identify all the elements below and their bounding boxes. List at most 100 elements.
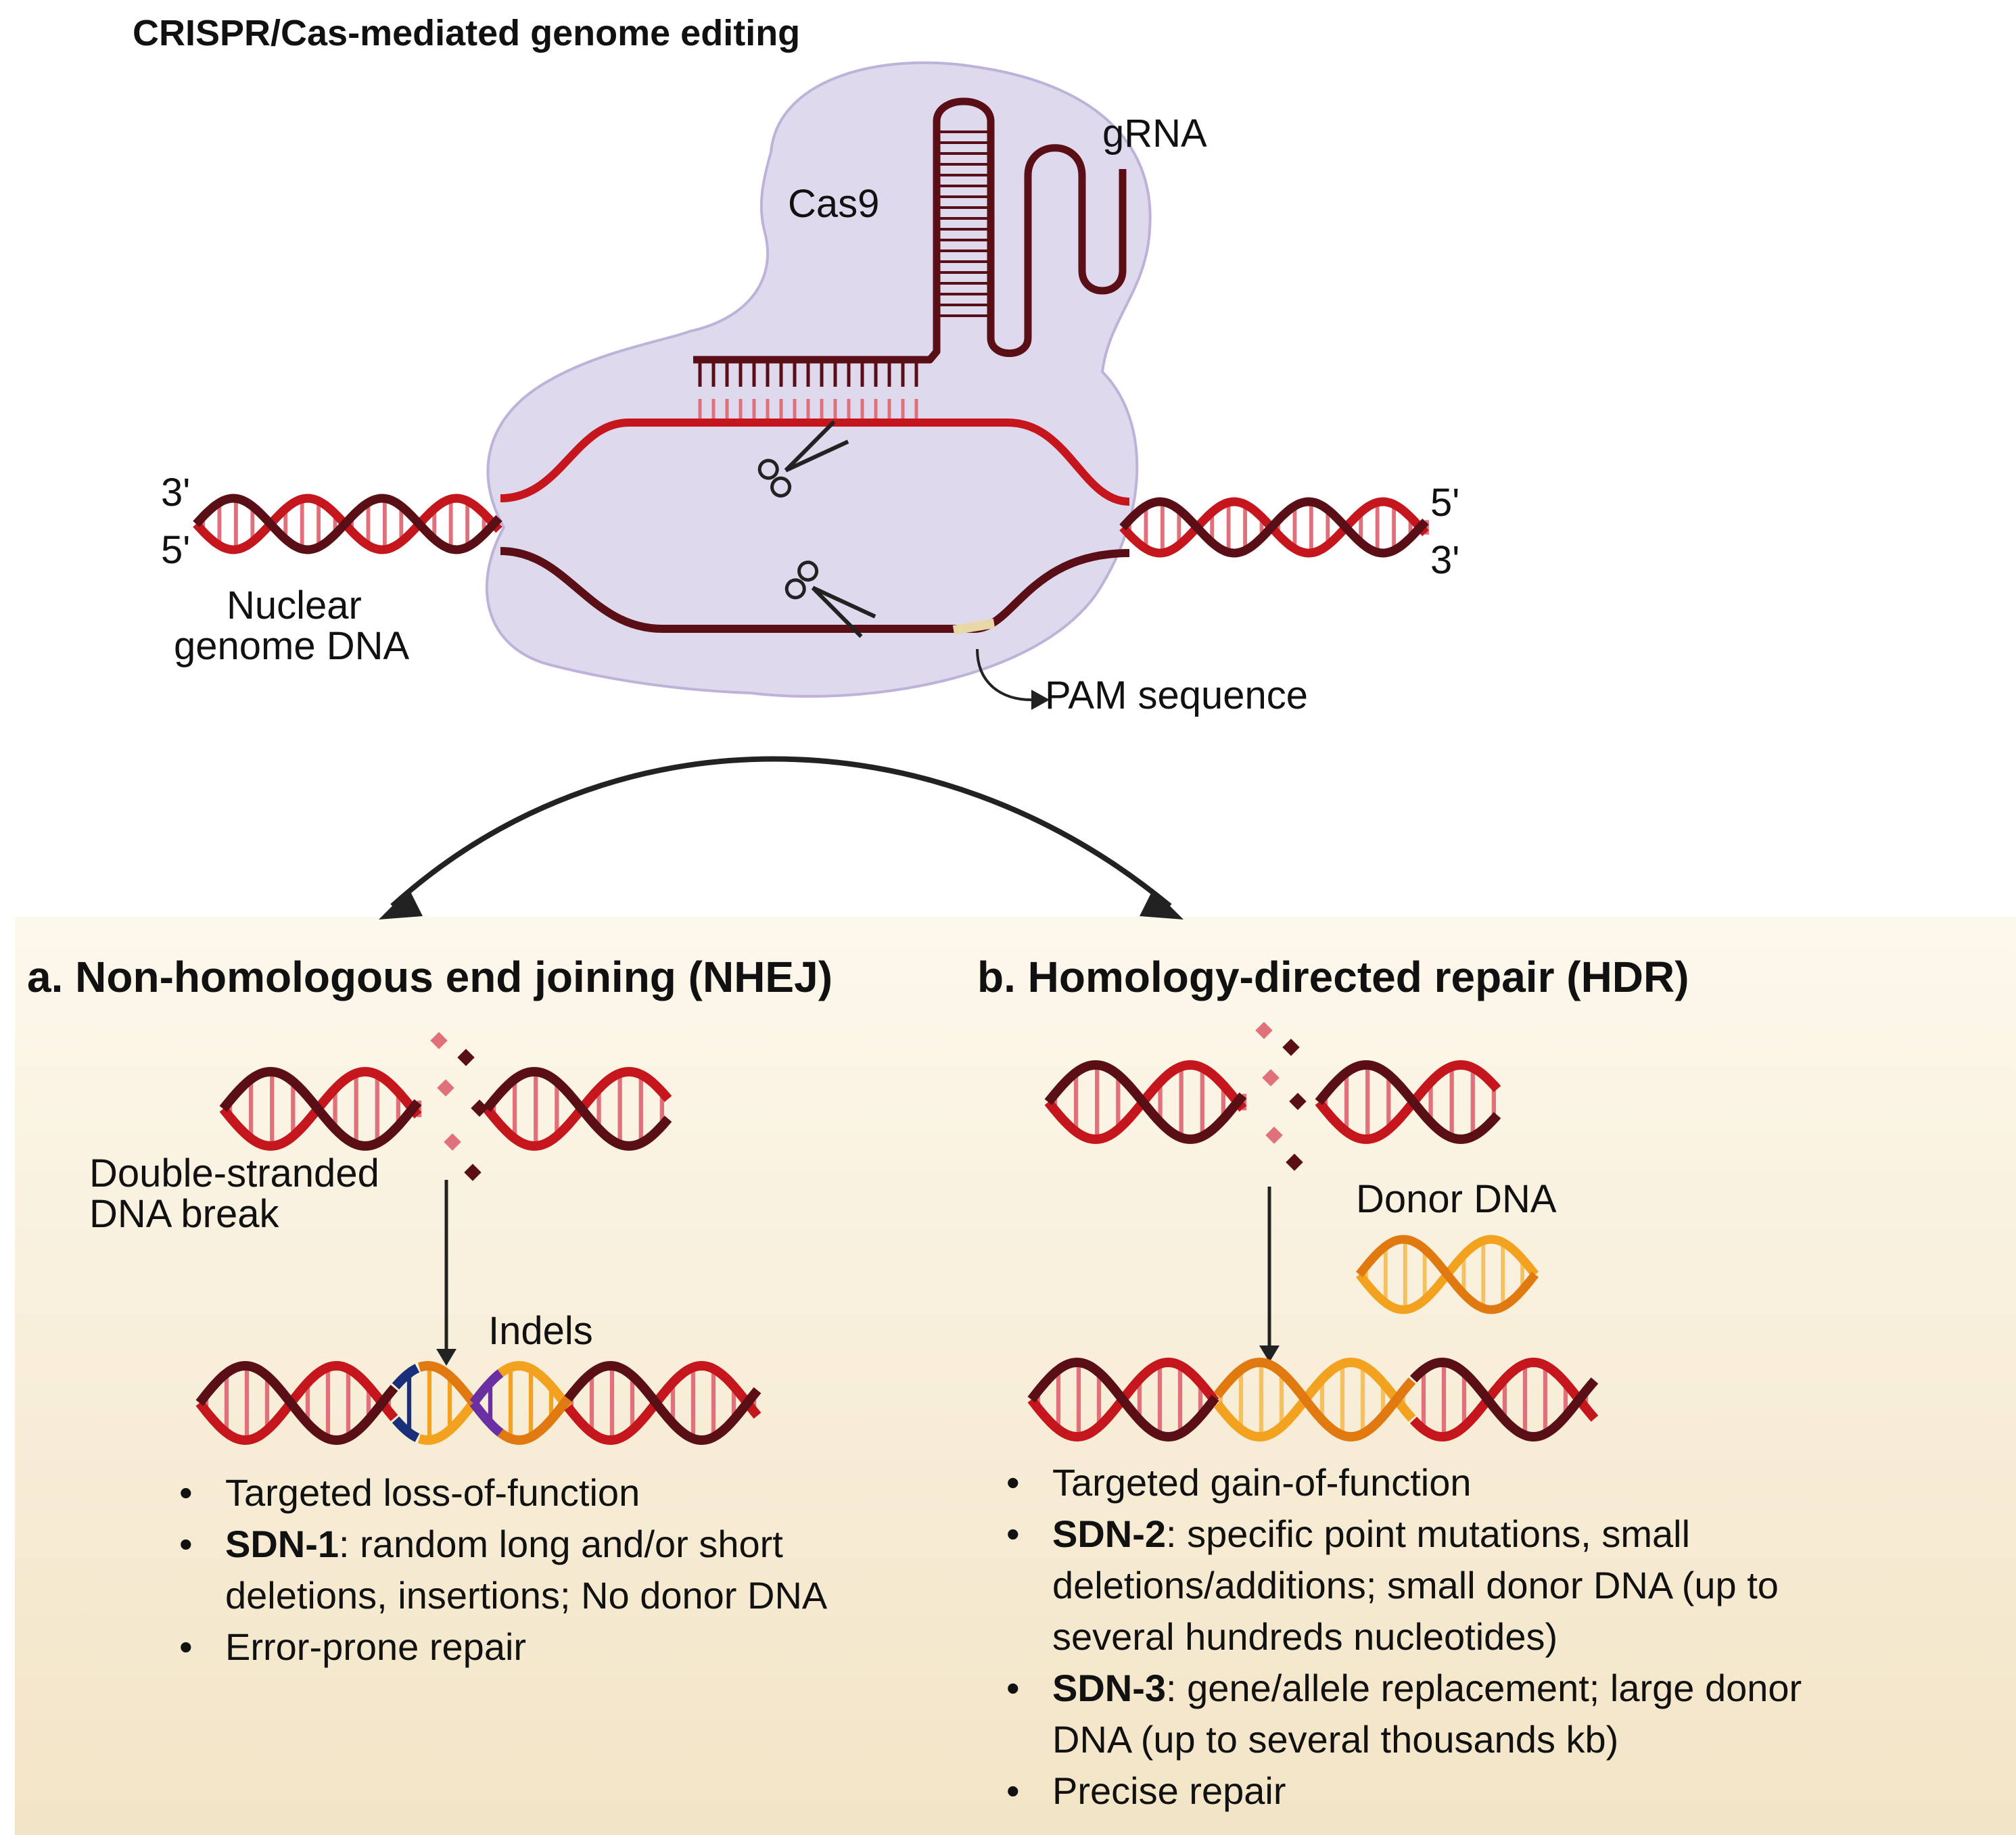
pam-arrow xyxy=(976,648,1032,701)
nhej-broken-dna-right xyxy=(483,1067,672,1151)
pam-arrowhead xyxy=(1031,690,1050,710)
hdr-repaired-dna xyxy=(1027,1357,1599,1442)
dsb-label-line1: Double-stranded xyxy=(89,1151,379,1195)
indels-label: Indels xyxy=(488,1309,593,1353)
dna-strand-b xyxy=(1119,497,1429,558)
dna-strand-a xyxy=(469,1369,504,1406)
hdr-bullet-list: Targeted gain-of-function SDN-2: specifi… xyxy=(1006,1457,1885,1817)
dna-break-fragment xyxy=(1255,1022,1273,1039)
nhej-bullet-list: Targeted loss-of-function SDN-1: random … xyxy=(179,1467,923,1673)
hdr-bullet-3: SDN-3: gene/allele replacement; large do… xyxy=(1006,1663,1885,1765)
nuclear-genome-dna xyxy=(193,419,1429,710)
split-curve-arrow xyxy=(390,756,1172,909)
scissor-handle xyxy=(757,458,779,480)
nuclear-genome-label-line2: genome DNA xyxy=(174,624,410,668)
hdr-bullet-1: Targeted gain-of-function xyxy=(1006,1457,1885,1508)
dna-strand-a xyxy=(1315,1060,1501,1144)
dna-strand-a xyxy=(1213,1357,1416,1442)
nhej-heading: a. Non-homologous end joining (NHEJ) xyxy=(27,953,833,1001)
dna-break-fragment xyxy=(1265,1126,1283,1144)
dna-strand-b xyxy=(1409,1357,1599,1442)
dna-strand-b xyxy=(392,1364,420,1390)
hdr-bullet-2: SDN-2: specific point mutations, small d… xyxy=(1006,1508,1885,1663)
dna-strand-a xyxy=(564,1360,761,1446)
scissors-icons xyxy=(757,420,876,638)
pam-segment xyxy=(952,619,995,635)
dna-strand-a xyxy=(195,1360,398,1446)
figure-title: CRISPR/Cas-mediated genome editing xyxy=(133,13,801,53)
hdr-bullet-4: Precise repair xyxy=(1006,1765,1885,1817)
nhej-bullet-2: SDN-1: random long and/or short deletion… xyxy=(179,1519,923,1621)
right-dna-helix xyxy=(1119,497,1429,558)
dna-strand-a xyxy=(1409,1357,1599,1442)
scissor-handle xyxy=(797,561,819,582)
scissor-handle xyxy=(770,476,792,498)
left-dna-helix xyxy=(193,494,502,554)
dna-strand-a xyxy=(483,1067,672,1151)
dna-strand-a xyxy=(392,1416,420,1442)
dna-strand-b xyxy=(1027,1357,1219,1442)
dna-strand-b xyxy=(1315,1060,1501,1144)
nontarget-strand-bottom xyxy=(500,547,1130,633)
dna-break-fragment xyxy=(457,1049,475,1066)
dna-strand-b xyxy=(219,1067,422,1151)
left-top-end-label: 3' xyxy=(161,471,191,515)
dna-break-fragment xyxy=(1286,1153,1303,1171)
hdr-broken-dna-left xyxy=(1044,1060,1247,1144)
nhej-dna-illustrations xyxy=(195,1032,761,1446)
grna-label: gRNA xyxy=(1102,112,1207,156)
nhej-down-arrowhead xyxy=(436,1349,456,1366)
dna-strand-b xyxy=(193,494,502,554)
scissor-blade xyxy=(784,420,836,472)
dna-strand-b xyxy=(195,1360,398,1446)
pam-sequence-label: PAM sequence xyxy=(1045,673,1309,717)
arrowhead-left xyxy=(379,889,423,920)
arrowhead-right xyxy=(1140,889,1183,920)
left-bottom-end-label: 5' xyxy=(161,528,191,572)
dna-break-fragment xyxy=(1262,1069,1280,1087)
dna-break-fragment xyxy=(430,1032,448,1049)
dna-strand-b xyxy=(417,1360,477,1406)
dna-strand-b xyxy=(497,1396,572,1446)
dna-strand-b xyxy=(483,1067,672,1151)
guide-rna xyxy=(693,97,1127,421)
dna-break-fragment xyxy=(464,1164,482,1181)
scissor-blade xyxy=(811,586,863,638)
dna-strand-b xyxy=(1213,1357,1416,1442)
hdr-heading: b. Homology-directed repair (HDR) xyxy=(977,953,1689,1001)
scissor-blade xyxy=(812,586,876,619)
grna-strand xyxy=(693,97,1127,364)
dna-strand-a xyxy=(417,1400,477,1446)
dna-break-fragment xyxy=(444,1133,461,1151)
scissors-top-icon xyxy=(757,420,849,498)
dna-break-fragment xyxy=(1289,1093,1307,1110)
nhej-broken-dna-left xyxy=(219,1067,422,1151)
donor-dna-label: Donor DNA xyxy=(1356,1177,1557,1221)
dsb-label-line2: DNA break xyxy=(89,1192,279,1236)
dna-strand-b xyxy=(469,1400,504,1437)
nuclear-genome-label-line1: Nuclear xyxy=(227,583,362,627)
dna-strand-b xyxy=(564,1360,761,1446)
donor-dna-helix xyxy=(1355,1235,1539,1314)
dna-strand-b xyxy=(1355,1235,1539,1314)
pathway-arrows xyxy=(379,756,1183,920)
dna-strand-a xyxy=(497,1360,572,1410)
scissor-handle xyxy=(784,578,806,600)
right-top-end-label: 5' xyxy=(1430,481,1460,525)
dna-break-fragment xyxy=(1282,1039,1300,1056)
scissor-blade xyxy=(784,439,849,473)
hdr-broken-dna-right xyxy=(1315,1060,1501,1144)
target-strand-top xyxy=(500,419,1130,506)
cas9-label: Cas9 xyxy=(788,182,880,226)
hdr-down-arrowhead xyxy=(1259,1345,1280,1362)
nhej-bullet-1: Targeted loss-of-function xyxy=(179,1467,923,1519)
dna-break-fragment xyxy=(437,1079,454,1097)
cas9-protein xyxy=(486,61,1152,698)
cas9-body xyxy=(486,61,1152,698)
nhej-bullet-3: Error-prone repair xyxy=(179,1621,923,1673)
dna-strand-b xyxy=(1044,1060,1247,1144)
hdr-dna-illustrations xyxy=(1027,1022,1599,1442)
scissors-bottom-icon xyxy=(784,561,876,638)
nhej-repaired-dna xyxy=(195,1360,761,1446)
